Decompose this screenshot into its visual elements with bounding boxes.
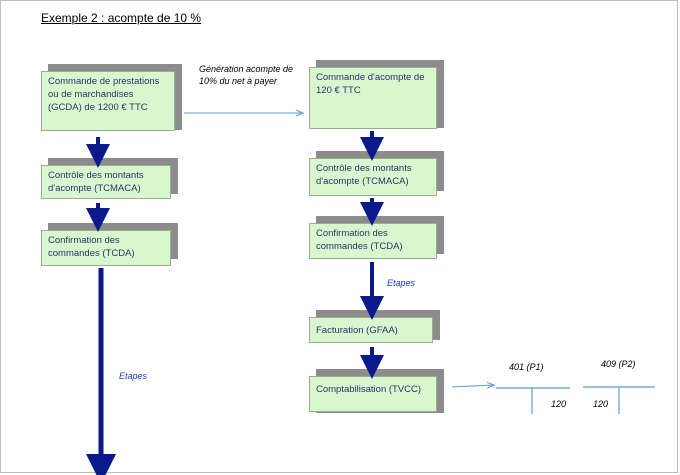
left-etapes-label: Etapes <box>119 371 148 381</box>
left-step-order-box: Commande de prestations ou de marchandis… <box>41 71 175 131</box>
right-step-deposit-order-text: Commande d'acompte de 120 € TTC <box>316 72 425 96</box>
account-401-label: 401 (P1) <box>509 362 544 372</box>
account-401-credit-value: 120 <box>551 399 567 409</box>
right-step-invoicing-box: Facturation (GFAA) <box>309 317 433 343</box>
account-409-label: 409 (P2) <box>601 359 636 369</box>
right-step-control-box: Contrôle des montants d'acompte (TCMACA) <box>309 158 437 196</box>
transfer-note: Génération acompte de 10% du net à payer <box>199 64 294 86</box>
right-step-control-text: Contrôle des montants d'acompte (TCMACA) <box>316 163 412 187</box>
left-step-control-text: Contrôle des montants d'acompte (TCMACA) <box>48 170 144 194</box>
right-step-invoicing-text: Facturation (GFAA) <box>316 325 398 336</box>
page-title: Exemple 2 : acompte de 10 % <box>41 11 202 25</box>
right-step-deposit-order-box: Commande d'acompte de 120 € TTC <box>309 67 437 129</box>
right-step-confirm-text: Confirmation des commandes (TCDA) <box>316 228 403 252</box>
right-etapes-label: Etapes <box>387 278 416 288</box>
accounting-arrow <box>451 385 494 387</box>
left-step-confirm-box: Confirmation des commandes (TCDA) <box>41 230 171 266</box>
left-step-order-text: Commande de prestations ou de marchandis… <box>48 76 160 113</box>
right-step-accounting-box: Comptabilisation (TVCC) <box>309 376 437 412</box>
account-409-debit-value: 120 <box>593 399 609 409</box>
right-step-accounting-text: Comptabilisation (TVCC) <box>316 384 422 395</box>
left-step-confirm-text: Confirmation des commandes (TCDA) <box>48 235 135 259</box>
